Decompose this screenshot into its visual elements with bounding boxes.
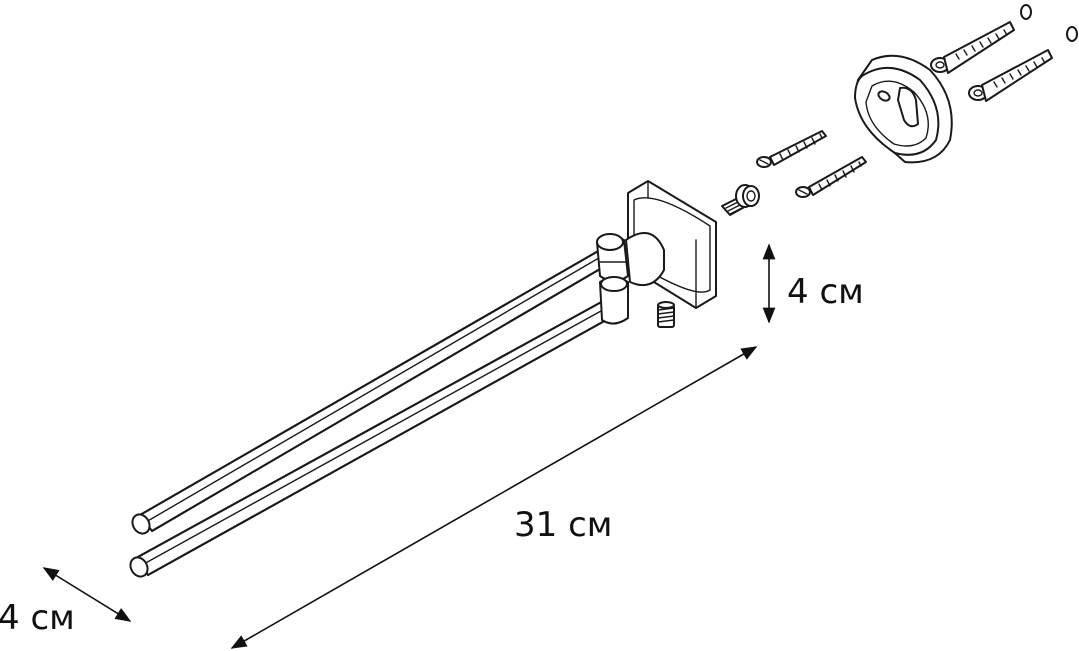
dimension-length: 31 см [230,346,758,649]
length-label: 31 см [514,505,612,545]
depth-label: 4 см [0,598,75,638]
height-label: 4 см [787,272,864,312]
length-arrow [230,346,758,649]
dimension-height: 4 см [762,243,864,324]
mounting-bolt [721,184,760,216]
wall-plug-upper [930,21,1015,74]
wood-screw-lower [795,156,867,198]
screw-caps [1020,4,1078,42]
dimension-depth: 4 см [0,567,132,638]
swivel-knuckle [596,233,629,325]
mounting-plate [854,54,953,164]
set-screw [657,301,675,328]
wood-screw-upper [756,130,827,168]
wall-bracket [596,180,717,325]
depth-arrow [42,567,132,622]
upper-bar [131,249,613,535]
wall-plug-lower [968,49,1053,102]
